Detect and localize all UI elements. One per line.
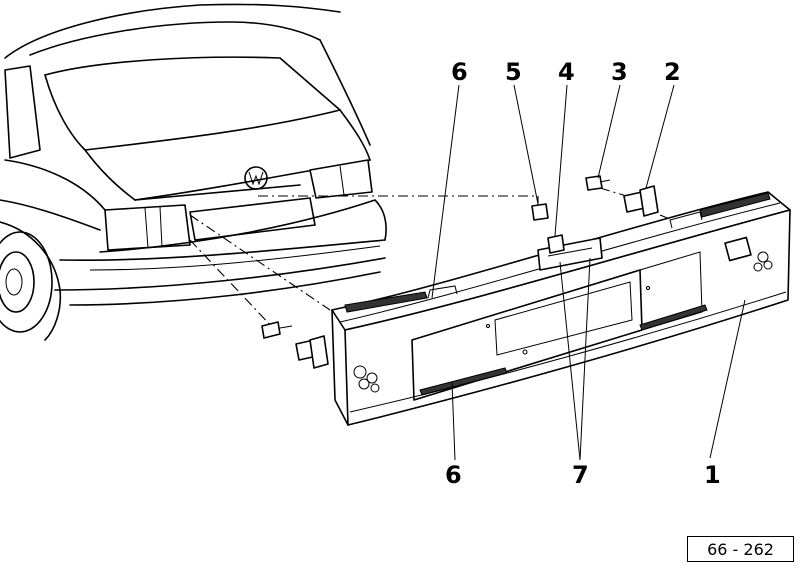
callout-6-top: 6 (451, 58, 468, 86)
bolt-3 (585, 175, 611, 191)
bumper-cover (331, 191, 791, 426)
left-reflector (353, 365, 380, 393)
figure-reference-label: 66 - 262 (687, 536, 794, 562)
callout-3: 3 (611, 58, 628, 86)
car-rear (0, 3, 387, 341)
callout-5: 5 (505, 58, 522, 86)
callout-6-bottom: 6 (445, 461, 462, 489)
spacer-sleeve-2 (623, 185, 659, 217)
leader-lines (431, 84, 746, 461)
right-reflector (724, 236, 773, 272)
clip-nut-5 (531, 203, 549, 221)
callout-7: 7 (572, 461, 589, 489)
guide-piece-4 (547, 234, 565, 254)
callout-1: 1 (704, 461, 721, 489)
left-spacer-sleeve (295, 335, 329, 369)
left-bolt (261, 321, 293, 339)
center-bracket (537, 237, 603, 271)
callout-4: 4 (558, 58, 575, 86)
callout-2: 2 (664, 58, 681, 86)
